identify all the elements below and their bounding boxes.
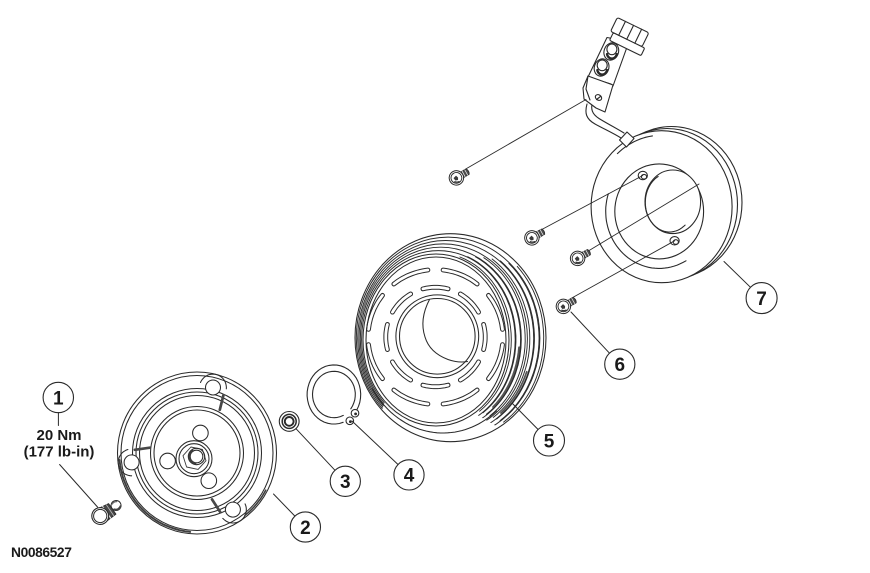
- svg-text:N0086527: N0086527: [11, 545, 72, 560]
- svg-text:2: 2: [300, 518, 311, 539]
- svg-text:4: 4: [404, 466, 415, 487]
- svg-text:3: 3: [340, 472, 351, 493]
- svg-text:(177 lb-in): (177 lb-in): [24, 443, 95, 460]
- svg-text:6: 6: [615, 355, 626, 376]
- svg-text:7: 7: [756, 289, 767, 310]
- svg-text:20 Nm: 20 Nm: [36, 427, 81, 444]
- svg-text:5: 5: [544, 431, 555, 452]
- svg-text:1: 1: [53, 388, 64, 409]
